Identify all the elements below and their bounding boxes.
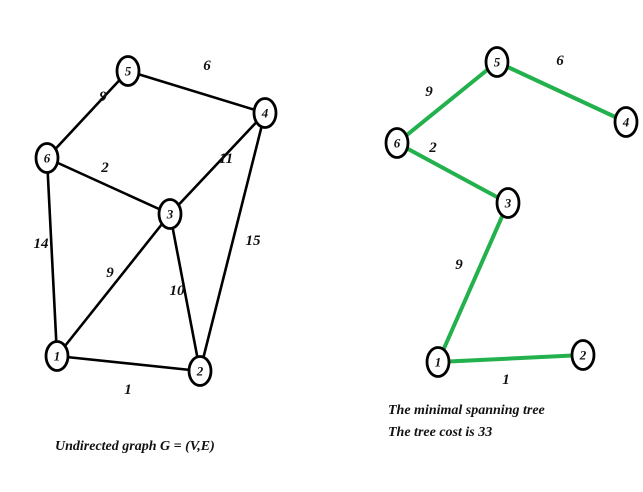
edge-6-3 bbox=[45, 156, 172, 216]
node-label-2: 2 bbox=[196, 364, 204, 379]
node-4 bbox=[613, 106, 639, 138]
edge-4-2 bbox=[198, 111, 267, 373]
node-3 bbox=[157, 198, 183, 230]
node-label-2: 2 bbox=[579, 348, 587, 363]
edge-weight-3-1: 9 bbox=[106, 265, 114, 281]
edge-6-3 bbox=[395, 141, 510, 205]
edge-weight-6-3: 2 bbox=[428, 140, 437, 156]
edge-6-1 bbox=[45, 156, 59, 358]
node-2 bbox=[570, 339, 596, 371]
node-1 bbox=[425, 346, 451, 378]
node-1 bbox=[44, 340, 70, 372]
node-label-6: 6 bbox=[44, 151, 51, 166]
node-3 bbox=[495, 187, 521, 219]
node-label-3: 3 bbox=[166, 207, 174, 222]
node-label-5: 5 bbox=[494, 55, 501, 70]
edge-weight-6-3: 2 bbox=[100, 160, 109, 176]
edge-weight-6-1: 14 bbox=[34, 236, 50, 252]
node-label-6: 6 bbox=[394, 136, 401, 151]
node-4 bbox=[252, 97, 278, 129]
mst-caption: The minimal spanning tree The tree cost … bbox=[388, 400, 545, 443]
node-label-1: 1 bbox=[54, 349, 61, 364]
node-label-3: 3 bbox=[504, 196, 512, 211]
edge-4-3 bbox=[168, 111, 267, 216]
node-6 bbox=[34, 142, 60, 174]
edge-weight-4-3: 11 bbox=[219, 151, 233, 167]
edge-weight-5-4: 6 bbox=[203, 58, 211, 74]
edge-weight-3-2: 10 bbox=[170, 283, 186, 299]
edge-3-1 bbox=[55, 212, 172, 358]
edge-3-2 bbox=[168, 212, 202, 373]
node-label-1: 1 bbox=[435, 355, 442, 370]
edge-1-2 bbox=[436, 353, 585, 364]
edge-weight-1-2: 1 bbox=[124, 382, 132, 398]
edge-3-1 bbox=[436, 201, 510, 364]
node-5 bbox=[115, 55, 141, 87]
node-5 bbox=[484, 46, 510, 78]
mst-caption-line2: The tree cost is 33 bbox=[388, 424, 493, 440]
edge-5-6 bbox=[45, 69, 130, 160]
edge-weight-5-6: 9 bbox=[99, 89, 107, 105]
edge-weight-4-2: 15 bbox=[246, 233, 262, 249]
node-label-4: 4 bbox=[622, 115, 630, 130]
edge-weight-3-1: 9 bbox=[455, 257, 463, 273]
mst-caption-line1: The minimal spanning tree bbox=[388, 403, 545, 418]
edge-weight-6-5: 9 bbox=[425, 84, 433, 100]
edge-weight-5-4: 6 bbox=[556, 53, 564, 69]
edge-6-5 bbox=[395, 60, 499, 145]
edge-weight-1-2: 1 bbox=[502, 372, 510, 388]
edge-1-2 bbox=[55, 354, 202, 373]
node-label-4: 4 bbox=[261, 106, 269, 121]
edge-5-4 bbox=[126, 69, 267, 115]
node-2 bbox=[187, 355, 213, 387]
undirected-graph-caption: Undirected graph G = (V,E) bbox=[55, 439, 215, 454]
minimal-spanning-tree-graph: 9 6 2 9 1 5 4 6 3 1 2 bbox=[384, 46, 639, 388]
node-label-5: 5 bbox=[125, 64, 132, 79]
edge-5-4 bbox=[495, 60, 628, 124]
node-6 bbox=[384, 127, 410, 159]
